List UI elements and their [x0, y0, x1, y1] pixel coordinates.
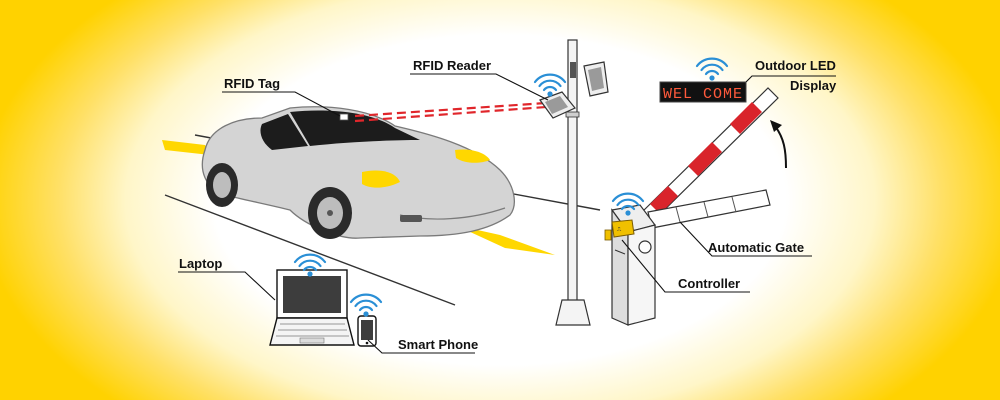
car-hood-vent-left — [362, 170, 400, 188]
controller-module: ⎍ — [604, 219, 635, 241]
road-marking-front — [455, 225, 555, 255]
rfid-signal-beam — [354, 101, 547, 123]
car-hood-vent-right — [455, 149, 490, 163]
car-windshield — [290, 110, 420, 146]
curved-arrow-head — [770, 120, 782, 132]
car-wheel-rear — [206, 163, 238, 207]
label-rfid-reader: RFID Reader — [413, 58, 492, 73]
rfid-reader-icon — [539, 61, 609, 119]
wifi-icon-smartphone — [349, 293, 383, 318]
curved-arrow-icon — [774, 125, 787, 169]
car-side-window — [260, 114, 308, 150]
controller-cabinet — [610, 204, 657, 326]
car — [201, 106, 515, 239]
label-outdoor-led: Outdoor LED — [755, 58, 836, 73]
smartphone-icon — [357, 315, 377, 347]
car-wheel-front — [308, 187, 352, 239]
car-grille — [400, 215, 422, 222]
label-display: Display — [790, 78, 837, 93]
label-controller: Controller — [678, 276, 741, 291]
label-smart-phone: Smart Phone — [398, 337, 479, 352]
rfid-tag-icon — [339, 113, 349, 121]
label-automatic-gate: Automatic Gate — [708, 240, 805, 255]
label-rfid-tag: RFID Tag — [224, 76, 281, 91]
leader-lines — [178, 73, 836, 354]
label-laptop: Laptop — [179, 256, 223, 271]
led-display-text: WEL COME — [663, 86, 743, 103]
road-marking-left — [162, 140, 210, 155]
svg-text:⎍: ⎍ — [617, 227, 622, 233]
laptop-icon — [269, 269, 355, 346]
outdoor-led-display: WEL COME — [659, 81, 747, 103]
rfid-reader-pole — [555, 39, 591, 326]
wifi-icon-led-display — [695, 57, 729, 82]
